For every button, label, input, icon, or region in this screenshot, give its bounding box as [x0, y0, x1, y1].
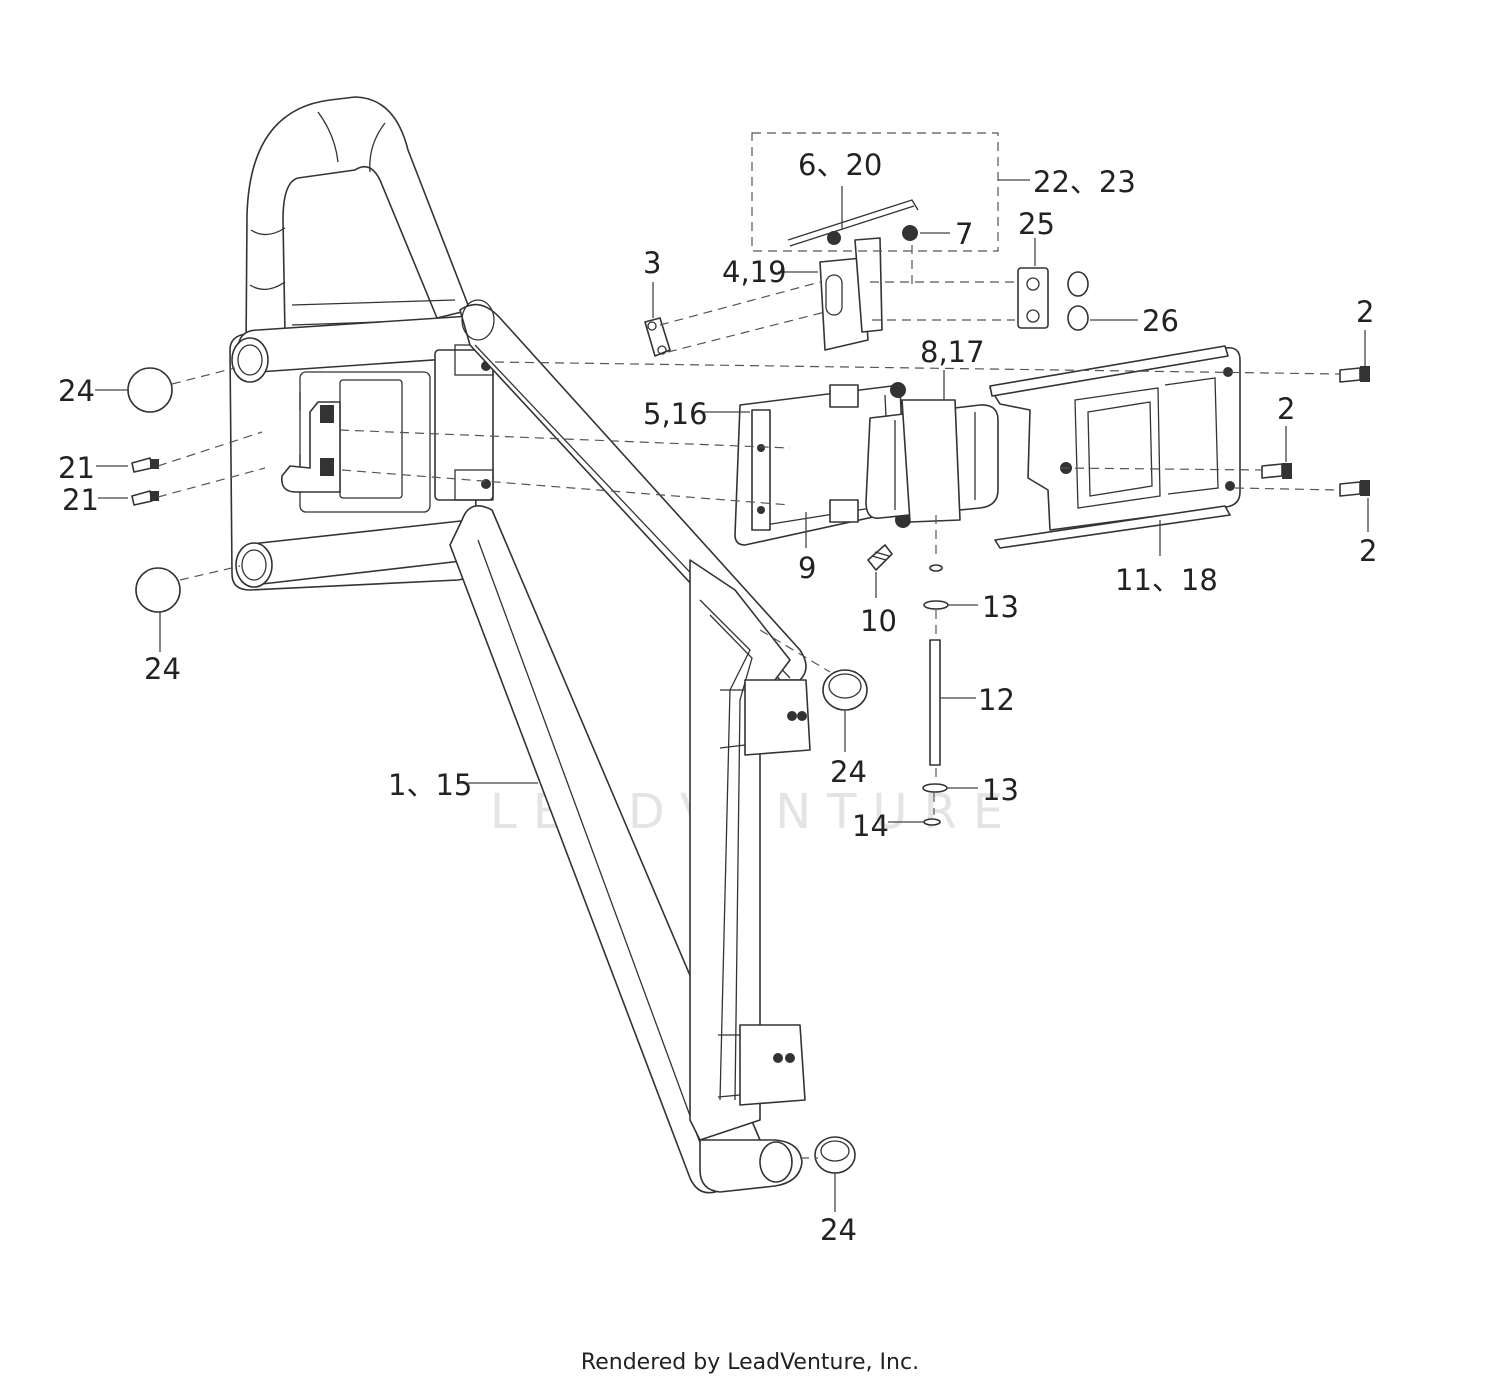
footer-credit: Rendered by LeadVenture, Inc.	[580, 1350, 920, 1375]
callout-2-c: 2	[1359, 534, 1377, 568]
callout-25: 25	[1018, 207, 1055, 241]
callout-2-a: 2	[1356, 295, 1374, 329]
bracket-plate	[989, 345, 1241, 549]
callout-labels: 24 24 24 24 21 21 3 4,19 6、20 7 22、23 25…	[58, 148, 1377, 1247]
callout-12: 12	[978, 683, 1015, 717]
callout-11-18: 11、18	[1115, 563, 1218, 597]
callout-26: 26	[1142, 304, 1179, 338]
callout-13-a: 13	[982, 590, 1019, 624]
callout-14: 14	[852, 809, 889, 843]
callout-21-b: 21	[62, 483, 99, 517]
end-cap-parts	[127, 367, 868, 1174]
callout-6-20: 6、20	[798, 148, 882, 182]
callout-2-b: 2	[1277, 392, 1295, 426]
callout-leader-lines	[95, 179, 1369, 1212]
callout-24-a: 24	[58, 374, 95, 408]
callout-21-a: 21	[58, 451, 95, 485]
assembly-dashed-lines	[157, 132, 1341, 1159]
callout-24-d: 24	[820, 1213, 857, 1247]
callout-5-16: 5,16	[643, 397, 708, 431]
callout-22-23: 22、23	[1033, 165, 1136, 199]
callout-4-19: 4,19	[722, 255, 787, 289]
callout-24-b: 24	[144, 652, 181, 686]
callout-13-b: 13	[982, 773, 1019, 807]
callout-9: 9	[798, 551, 816, 585]
callout-10: 10	[860, 604, 897, 638]
callout-24-c: 24	[830, 755, 867, 789]
callout-8-17: 8,17	[920, 335, 985, 369]
callout-1-15: 1、15	[388, 768, 472, 802]
hinge-assembly	[734, 382, 999, 546]
callout-3: 3	[643, 246, 661, 280]
callout-7: 7	[955, 217, 973, 251]
